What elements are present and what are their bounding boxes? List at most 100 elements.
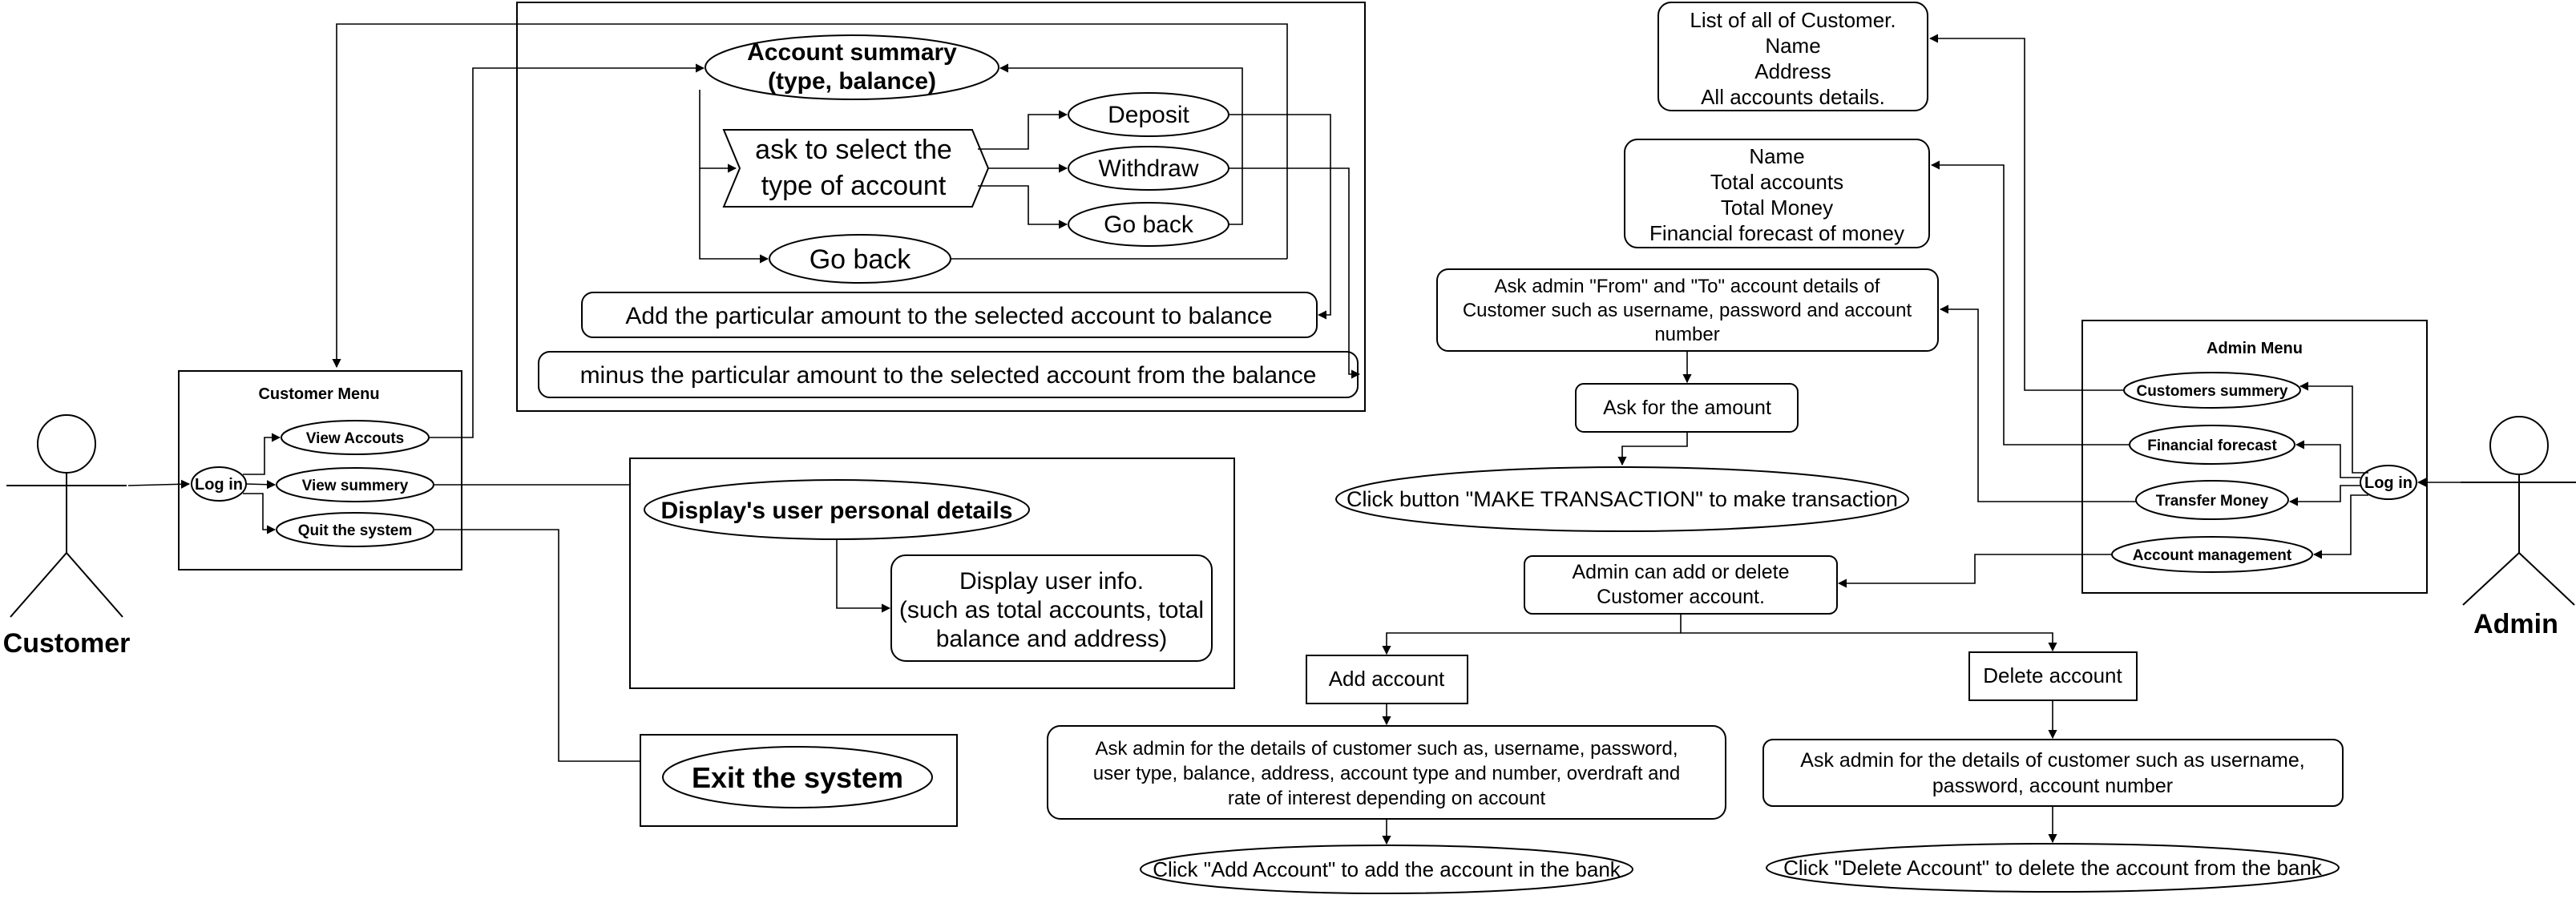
select-type-line-2: type of account [761,171,947,201]
account-flow-frame [516,2,1366,412]
forecast-info-node: Name Total accounts Total Money Financia… [1624,139,1930,248]
customer-menu-frame [178,370,462,570]
customer-list-line-3: Address [1754,59,1831,83]
delete-details-node: Ask admin for the details of customer su… [1762,739,2344,807]
edge-login-view-accounts [243,433,281,475]
financial-forecast-label: Financial forecast [2147,437,2277,454]
admin-login-label: Log in [2364,474,2412,492]
display-info-line-1: Display user info. [959,568,1144,595]
transfer-ask-line-1: Ask admin "From" and "To" account detail… [1495,276,1880,297]
display-info-node: Display user info. (such as total accoun… [890,554,1213,662]
edge-forecast-info [1930,160,2130,445]
account-summary-node: Account summary (type, balance) [705,34,999,100]
customer-login-label: Log in [195,476,243,494]
admin-menu-frame [2081,320,2428,594]
delete-account-label: Delete account [1983,663,2122,687]
admin-actor: Admin [2461,416,2576,639]
edge-admin-transfer [2288,485,2360,506]
view-summary-label: View summery [302,478,409,494]
add-amount-label: Add the particular amount to the selecte… [625,303,1272,329]
edge-frame-to-menu [332,23,1288,369]
delete-click-label: Click "Delete Account" to delete the acc… [1783,856,2323,880]
select-type-line-1: ask to select the [755,135,952,165]
minus-amount-label: minus the particular amount to the selec… [580,362,1317,389]
admin-menu-title: Admin Menu [2207,340,2303,357]
financial-forecast-node: Financial forecast [2129,425,2295,465]
forecast-info-line-4: Financial forecast of money [1649,221,1904,245]
display-details-node: Display's user personal details [644,479,1030,540]
edge-view-accounts-summary [429,63,705,438]
go-back-outer-node: Go back [769,234,951,284]
edge-management-addordelete [1837,554,2112,588]
display-info-line-3: balance and address) [936,626,1168,652]
customers-summary-node: Customers summery [2123,372,2301,409]
forecast-info-line-3: Total Money [1721,196,1833,220]
add-or-delete-node: Admin can add or delete Customer account… [1524,555,1838,615]
go-back-outer-label: Go back [810,244,912,275]
add-details-line-3: rate of interest depending on account [1228,788,1546,809]
deposit-node: Deposit [1068,92,1229,137]
delete-click-node: Click "Delete Account" to delete the acc… [1766,843,2340,893]
exit-system-node: Exit the system [662,746,933,808]
quit-system-label: Quit the system [298,522,413,539]
display-details-label: Display's user personal details [661,498,1013,524]
add-details-node: Ask admin for the details of customer su… [1047,725,1726,820]
account-management-label: Account management [2133,547,2292,564]
customer-menu-title: Customer Menu [258,385,379,403]
select-account-type-node: ask to select the type of account [722,129,990,208]
edge-amount-transaction [1617,432,1688,466]
view-accounts-node: View Accouts [281,420,430,455]
delete-details-line-1: Ask admin for the details of customer su… [1800,749,2304,772]
customer-actor: Customer [3,414,131,659]
edge-summary-goback [699,168,769,264]
quit-system-node: Quit the system [276,512,434,547]
customers-summary-label: Customers summery [2136,383,2287,400]
transfer-ask-line-3: number [1654,324,1719,345]
edge-addordelete-split [1382,614,1682,655]
admin-actor-label: Admin [2473,609,2558,639]
edge-withdraw-minus [1229,167,1361,379]
exit-flow-frame [640,734,958,827]
edge-customers-list [1928,34,2124,391]
withdraw-node: Withdraw [1068,146,1229,191]
go-back-inner-node: Go back [1068,202,1229,247]
account-summary-line-1: Account summary [747,39,957,66]
minus-amount-node: minus the particular amount to the selec… [538,351,1359,398]
make-transaction-label: Click button "MAKE TRANSACTION" to make … [1347,487,1898,511]
customer-list-node: List of all of Customer. Name Address Al… [1657,2,1928,111]
view-summary-node: View summery [276,467,434,502]
edge-admin-management [2312,494,2368,559]
edge-admin-customers [2299,381,2368,474]
display-info-line-2: (such as total accounts, total [899,597,1204,623]
edge-quit-exit [434,529,640,762]
transfer-ask-line-2: Customer such as username, password and … [1463,300,1912,321]
deposit-label: Deposit [1108,102,1189,128]
transfer-ask-node: Ask admin "From" and "To" account detail… [1436,268,1939,352]
add-account-label: Add account [1329,667,1445,691]
connectors [127,23,2461,845]
add-or-delete-line-1: Admin can add or delete [1572,561,1789,583]
edge-addordelete-delete [1681,632,2057,652]
customer-login-node: Log in [191,466,247,502]
customer-actor-label: Customer [3,628,131,659]
add-or-delete-line-2: Customer account. [1597,586,1765,608]
transfer-money-label: Transfer Money [2156,493,2269,510]
customer-list-line-4: All accounts details. [1701,85,1885,109]
add-details-line-2: user type, balance, address, account typ… [1093,763,1680,784]
forecast-info-line-2: Total accounts [1710,170,1843,194]
ask-amount-node: Ask for the amount [1575,383,1799,433]
edge-customer-login [127,479,191,489]
ask-amount-label: Ask for the amount [1603,397,1771,419]
go-back-inner-label: Go back [1104,212,1194,238]
withdraw-label: Withdraw [1098,155,1198,182]
delete-account-node: Delete account [1968,651,2138,701]
add-amount-node: Add the particular amount to the selecte… [581,292,1318,338]
edge-login-quit [243,493,277,534]
admin-login-node: Log in [2360,465,2417,500]
delete-details-line-2: password, account number [1932,775,2173,797]
edge-transfer-ask [1939,304,2136,502]
edge-deposit-add [1229,114,1331,320]
customer-list-line-1: List of all of Customer. [1690,8,1896,32]
edge-select-deposit [978,110,1068,150]
edge-admin-forecast [2295,440,2360,478]
